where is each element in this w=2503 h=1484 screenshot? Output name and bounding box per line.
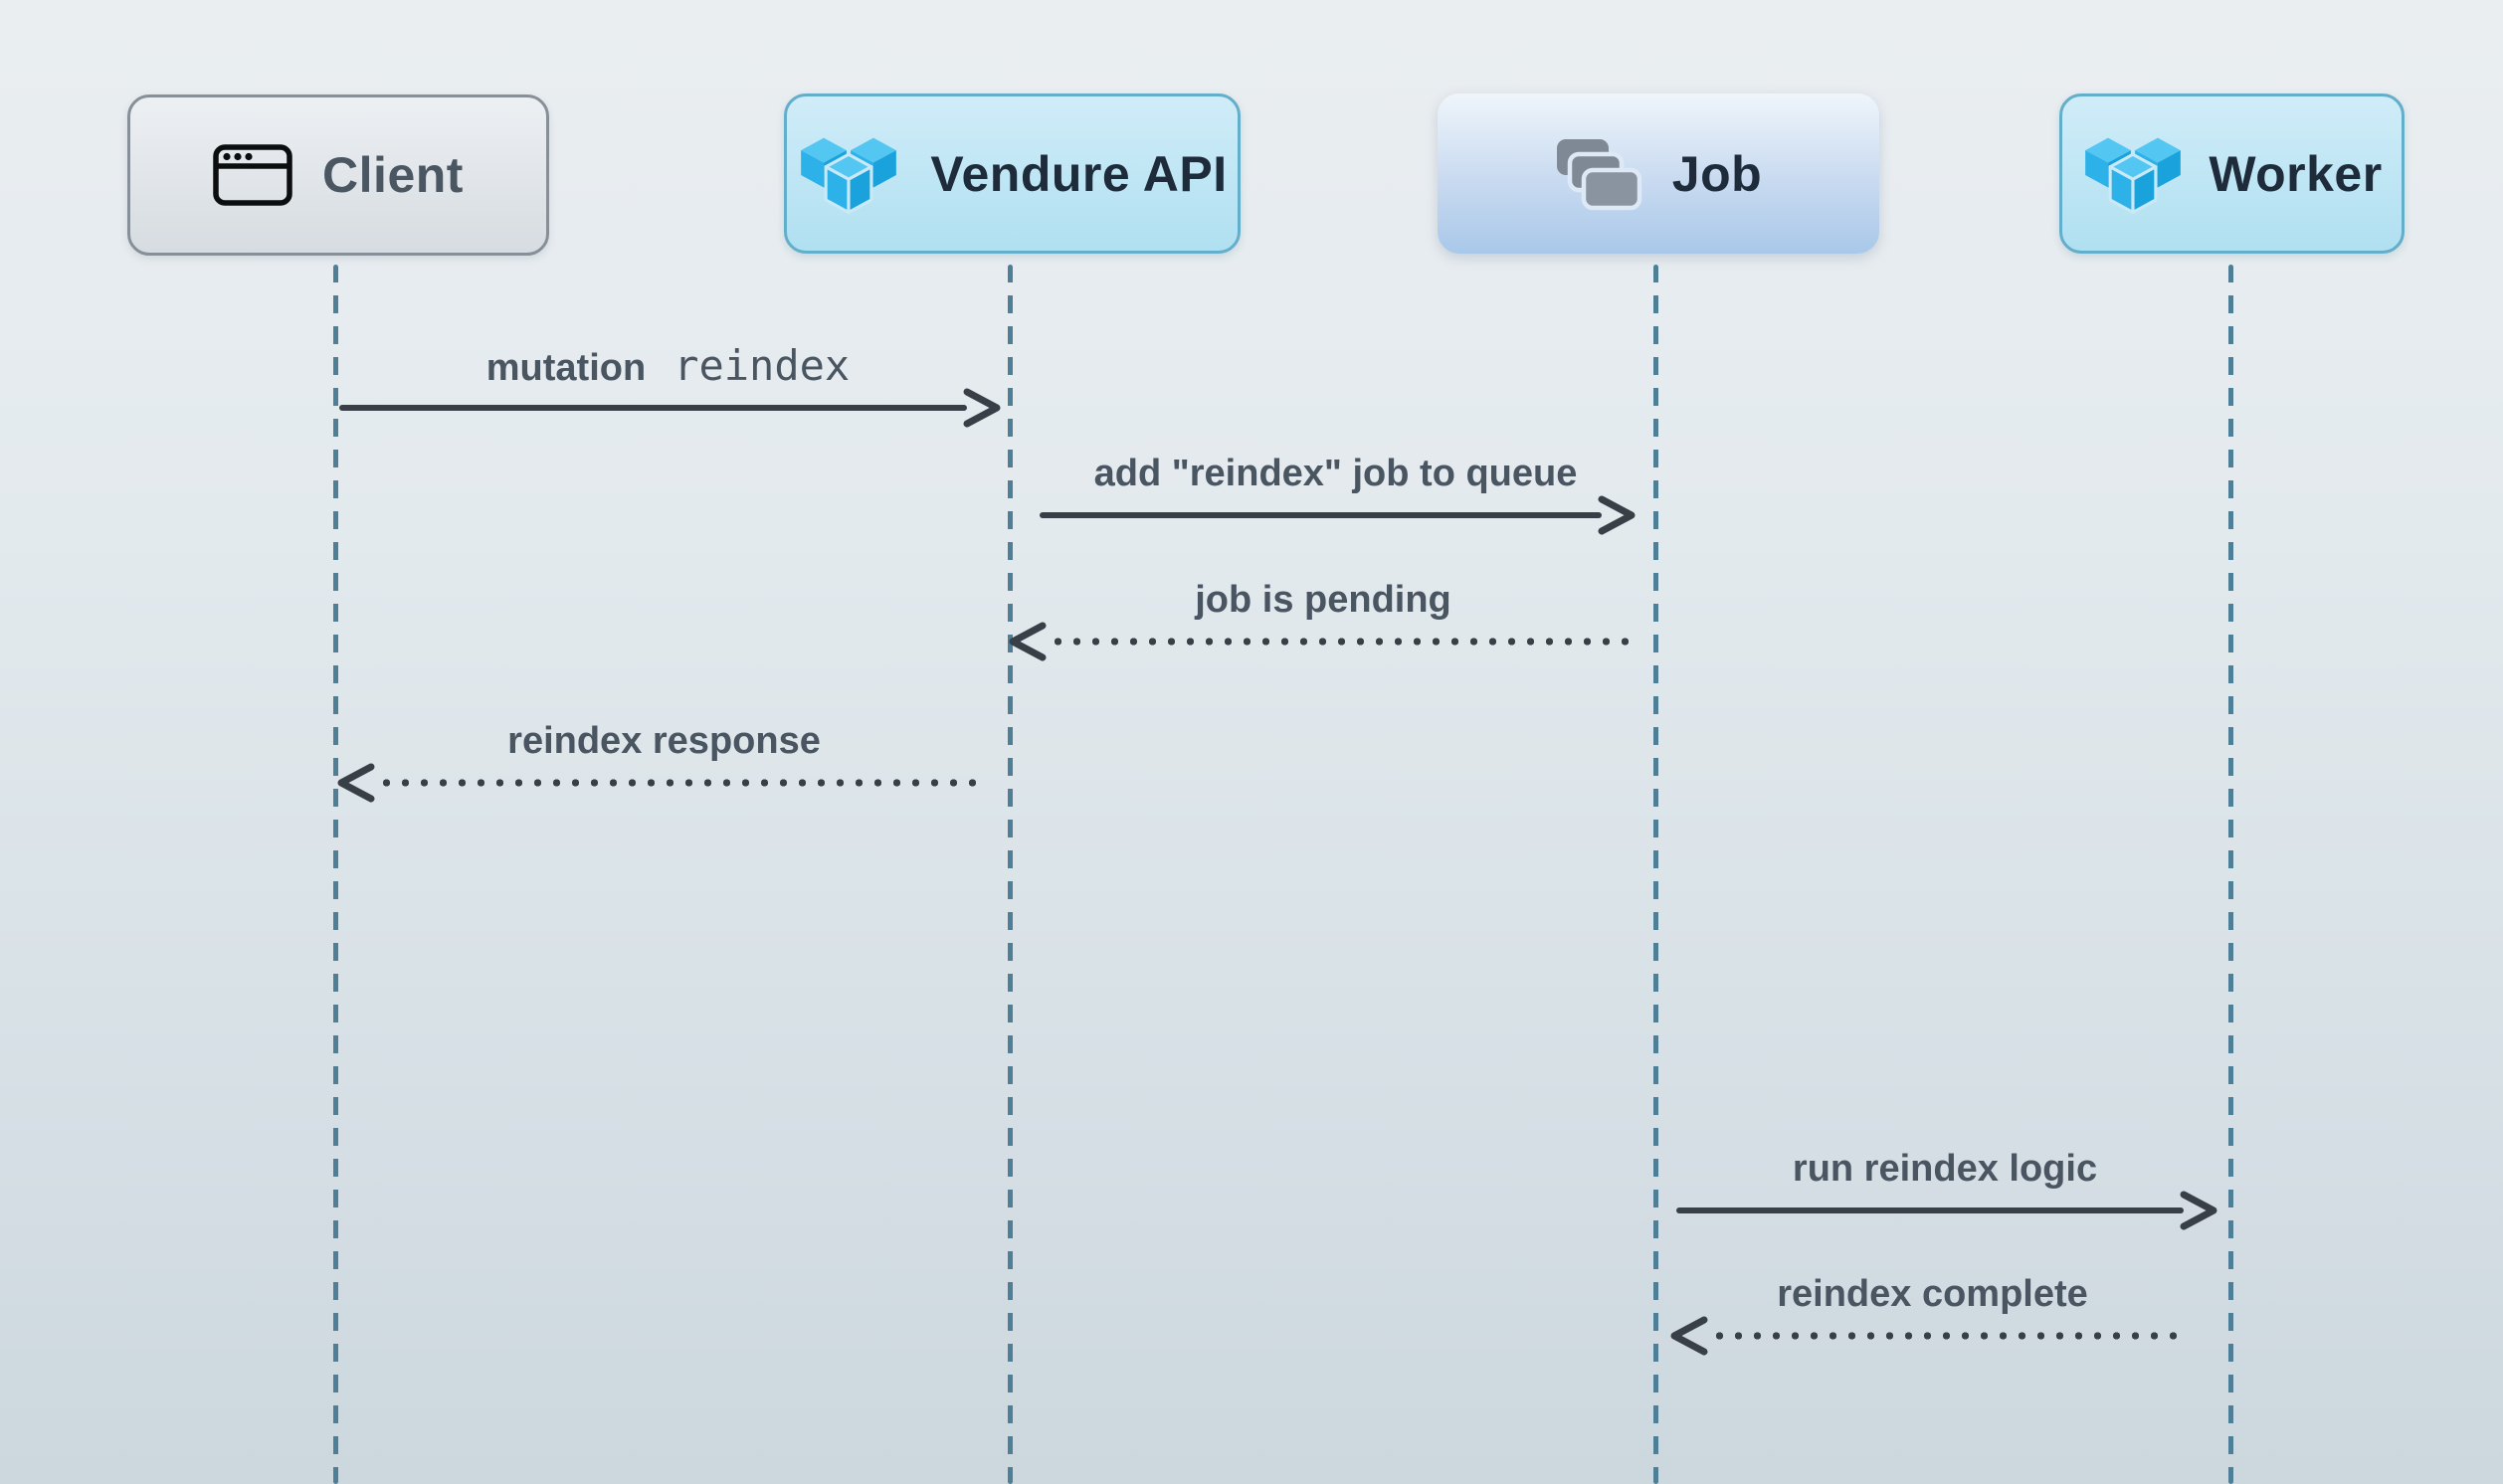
message-label: reindex complete [1777,1273,2088,1315]
message-line [339,405,967,411]
actor-label: Job [1671,145,1763,202]
arrowhead-right-icon [1598,495,1636,535]
code-label: reindex [674,341,851,390]
message-reindex-complete: reindex complete [1670,1271,2189,1356]
browser-window-icon [213,144,292,206]
message-line [1710,1332,2189,1340]
actor-worker: Worker [2059,93,2405,254]
message-label: job is pending [1195,579,1451,621]
vendure-logo-icon [2085,137,2182,214]
lifeline-vendure-api [1008,265,1013,1484]
arrowhead-left-icon [1009,622,1047,661]
arrowhead-right-icon [2180,1191,2217,1230]
stacked-cards-icon [1556,138,1642,210]
lifeline-client [333,265,338,1484]
actor-label: Worker [2209,145,2383,202]
arrowhead-right-icon [963,388,1001,428]
message-label: run reindex logic [1792,1148,2098,1190]
lifeline-worker [2228,265,2233,1484]
message-label: add "reindex" job to queue [1093,453,1578,494]
message-label: reindex response [507,720,821,762]
arrowhead-left-icon [1670,1316,1708,1356]
message-line [377,779,985,787]
actor-client: Client [127,94,549,256]
message-line [1040,512,1602,518]
lifeline-job [1653,265,1658,1484]
arrowhead-left-icon [337,763,375,803]
actor-label: Vendure API [930,145,1228,202]
actor-label: Client [322,147,464,203]
actor-vendure-api: Vendure API [784,93,1241,254]
vendure-logo-icon [801,137,897,214]
message-reindex-response: reindex response [337,718,985,803]
actor-job: Job [1438,93,1879,254]
message-job-is-pending: job is pending [1009,577,1632,661]
message-line [1049,638,1632,646]
message-run-reindex-logic: run reindex logic [1676,1146,2217,1230]
message-line [1676,1207,2184,1213]
message-add-reindex-job: add "reindex" job to queue [1040,451,1636,535]
